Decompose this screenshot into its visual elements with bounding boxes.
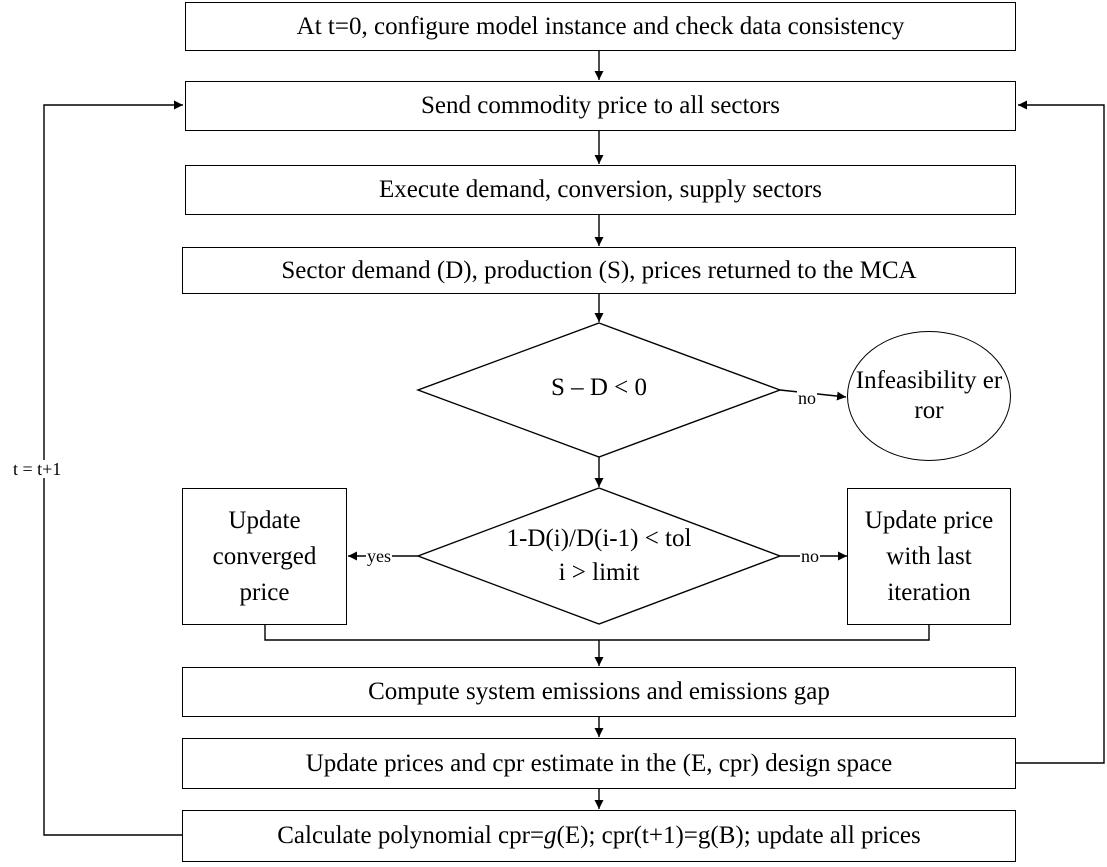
update-converged-price: Update converged price — [182, 488, 347, 625]
step-update-prices-cpr: Update prices and cpr estimate in the (E… — [182, 738, 1016, 789]
step-init: At t=0, configure model instance and che… — [185, 2, 1016, 51]
label-no-convergence: no — [800, 546, 820, 566]
label-time-increment: t = t+1 — [12, 459, 63, 479]
label-yes: yes — [366, 546, 392, 566]
step-compute-emissions: Compute system emissions and emissions g… — [182, 667, 1016, 717]
update-price-last-iteration: Update price with last iteration — [847, 488, 1011, 625]
convergence-condition: 1-D(i)/D(i-1) < tol i > limit — [449, 522, 749, 590]
arrow-time-loop-left — [43, 100, 183, 836]
feasibility-decision — [415, 322, 783, 458]
convergence-condition-line1: 1-D(i)/D(i-1) < tol — [506, 525, 692, 552]
calc-poly-post: (E); cpr(t+1)=g(B); update all prices — [556, 822, 921, 849]
convergence-condition-line2: i > limit — [558, 559, 640, 586]
feasibility-condition: S – D < 0 — [550, 374, 648, 401]
arrow-feedback-right — [1015, 100, 1105, 764]
calc-poly-g: g — [544, 822, 557, 849]
connector-converged-merge — [264, 624, 599, 641]
step-returned-to-mca: Sector demand (D), production (S), price… — [182, 247, 1016, 294]
calc-poly-pre: Calculate polynomial cpr= — [277, 822, 545, 849]
connector-last-iteration-merge — [599, 624, 930, 641]
step-send-price: Send commodity price to all sectors — [185, 81, 1016, 131]
step-calculate-polynomial: Calculate polynomial cpr=g(E); cpr(t+1)=… — [182, 810, 1016, 862]
convergence-decision — [416, 487, 782, 625]
label-no-feasibility: no — [797, 388, 817, 408]
step-execute-sectors: Execute demand, conversion, supply secto… — [185, 165, 1016, 215]
infeasibility-error: Infeasibility error — [847, 331, 1011, 461]
infeasibility-label: Infeasibility error — [855, 367, 1003, 424]
update-last-iteration-label: Update price with last iteration — [864, 506, 994, 606]
update-converged-price-label: Update converged price — [212, 506, 317, 606]
